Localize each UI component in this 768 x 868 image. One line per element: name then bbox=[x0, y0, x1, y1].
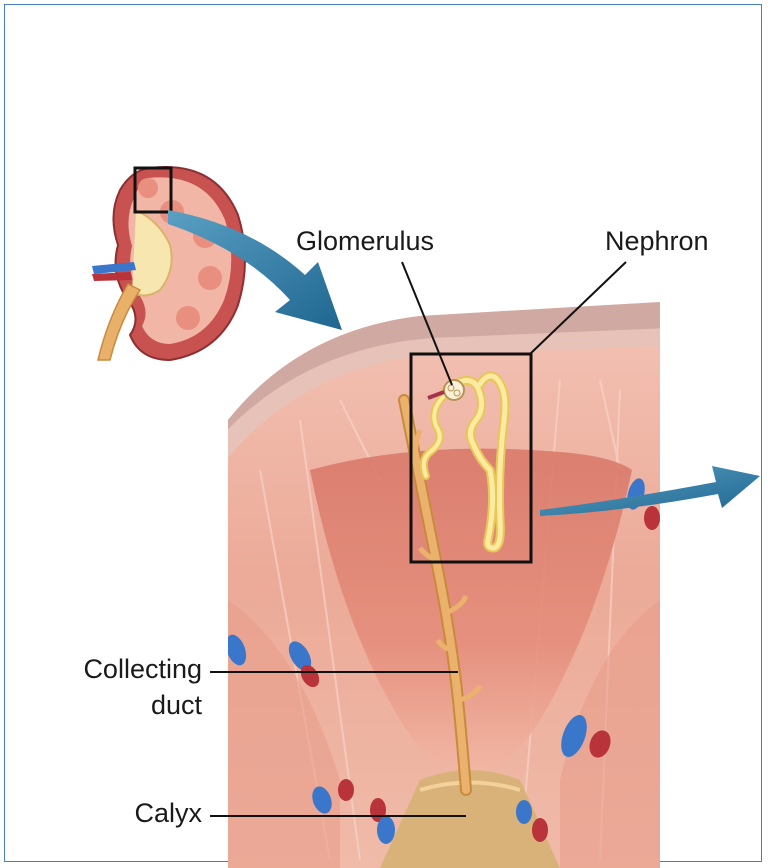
calyx-label: Calyx bbox=[60, 798, 202, 828]
nephron-label: Nephron bbox=[605, 226, 709, 256]
collecting-duct-label-line1: Collecting bbox=[60, 654, 202, 684]
collecting-duct-label-line2: duct bbox=[60, 690, 202, 720]
kidney-overview bbox=[92, 167, 245, 360]
glomerulus-capsule bbox=[444, 380, 464, 400]
glomerulus-label: Glomerulus bbox=[296, 226, 434, 256]
